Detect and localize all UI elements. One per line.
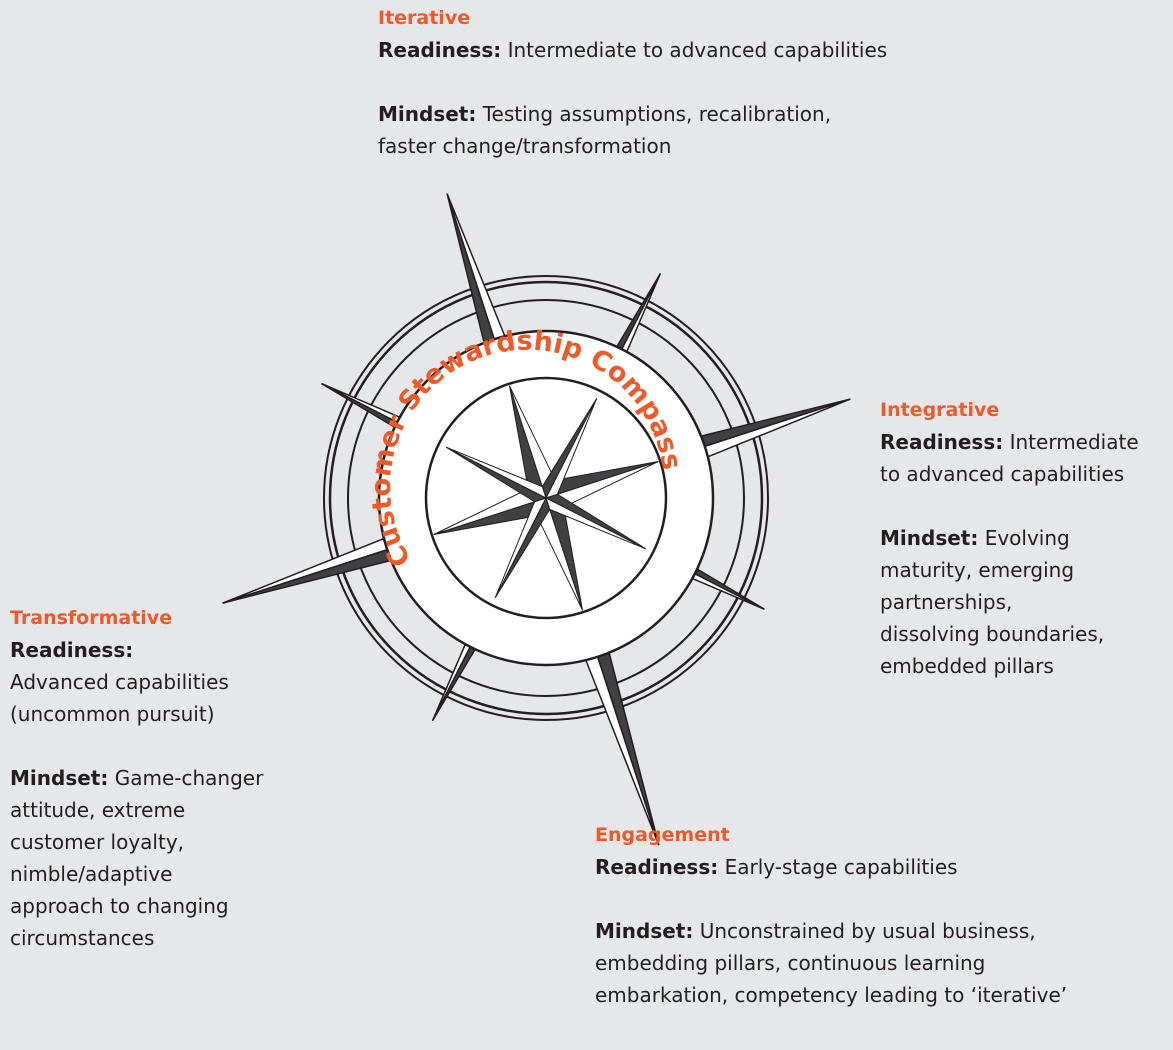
mindset-text: Evolving [984,526,1070,550]
mindset-text: dissolving boundaries, [880,622,1105,646]
engagement-stage: Engagement Readiness: Early-stage capabi… [595,819,1067,1011]
readiness-label: Readiness: [880,430,1004,454]
readiness-label: Readiness: [595,855,719,879]
mindset-text: approach to changing [10,894,229,918]
stage-title: Integrative [880,399,1000,421]
mindset-text: maturity, emerging [880,558,1075,582]
readiness-text: Intermediate [1009,430,1139,454]
mindset-text: Testing assumptions, recalibration, [482,102,832,126]
readiness-text: Early-stage capabilities [724,855,958,879]
integrative-stage: Integrative Readiness: Intermediate to a… [880,394,1139,682]
mindset-text: attitude, extreme [10,798,186,822]
stage-title: Engagement [595,824,730,846]
mindset-text: circumstances [10,926,155,950]
mindset-text: embarkation, competency leading to ‘iter… [595,983,1068,1007]
mindset-text: Game-changer [114,766,264,790]
outer-rings [323,275,769,721]
readiness-label: Readiness: [10,638,134,662]
mindset-text: customer loyalty, [10,830,185,854]
mindset-text: embedding pillars, continuous learning [595,951,986,975]
mindset-label: Mindset: [595,919,694,943]
inner-point [445,446,547,499]
mindset-text: embedded pillars [880,654,1054,678]
readiness-text: to advanced capabilities [880,462,1125,486]
inner-compass-points [433,385,659,611]
mindset-text: nimble/adaptive [10,862,173,886]
transformative-stage: Transformative Readiness: Advanced capab… [10,602,263,954]
mindset-label: Mindset: [378,102,477,126]
mindset-label: Mindset: [880,526,979,550]
stage-title: Transformative [10,607,173,629]
mindset-text: Unconstrained by usual business, [699,919,1036,943]
readiness-text: Intermediate to advanced capabilities [507,38,888,62]
iterative-stage: Iterative Readiness: Intermediate to adv… [378,2,887,162]
mindset-text: faster change/transformation [378,134,672,158]
readiness-text: (uncommon pursuit) [10,702,215,726]
readiness-text: Advanced capabilities [10,670,229,694]
readiness-label: Readiness: [378,38,502,62]
mindset-label: Mindset: [10,766,109,790]
mindset-text: partnerships, [880,590,1013,614]
stage-title: Iterative [378,7,471,29]
